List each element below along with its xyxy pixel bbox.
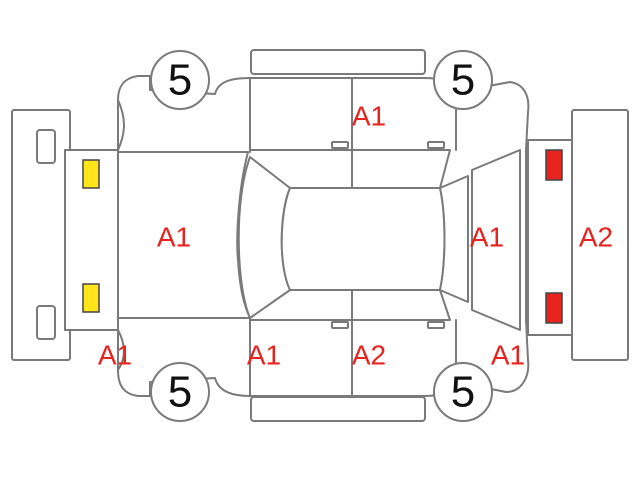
lower-rear-door-edge: [351, 289, 451, 321]
front-lamp-top: [82, 159, 100, 189]
code-lower-rear-door: A2: [352, 340, 386, 371]
upper-front-door-handle: [331, 141, 349, 149]
code-front-left-corner: A1: [98, 340, 132, 371]
side-skirt-bottom: [250, 396, 426, 422]
front-left-fender-line: [117, 99, 125, 151]
code-rear-bumper: A2: [579, 222, 613, 253]
front-lamp-bottom: [82, 283, 100, 313]
upper-rear-door-handle: [427, 141, 445, 149]
rear-pillar: [439, 175, 469, 303]
front-bumper: [11, 109, 71, 361]
tyre-front-left: 5: [150, 50, 210, 110]
front-bumper-slot-top: [36, 129, 56, 164]
tyre-front-right-value: 5: [168, 368, 192, 417]
code-hood: A1: [157, 222, 191, 253]
code-rear-left-corner: A1: [491, 340, 525, 371]
lower-rear-door-handle: [427, 321, 445, 329]
code-upper-front-door: A1: [352, 101, 386, 132]
roof: [280, 187, 446, 291]
rear-glass: [471, 149, 521, 331]
code-rear-glass: A1: [470, 222, 504, 253]
tyre-rear-right: 5: [433, 362, 493, 422]
tyre-rear-right-value: 5: [451, 368, 475, 417]
tyre-rear-left: 5: [433, 50, 493, 110]
upper-rear-door-edge: [351, 149, 451, 189]
tyre-front-left-value: 5: [168, 56, 192, 105]
tyre-rear-left-value: 5: [451, 56, 475, 105]
tyre-front-right: 5: [150, 362, 210, 422]
lower-front-door-handle: [331, 321, 349, 329]
front-right-fender-line: [117, 329, 125, 371]
rear-lamp-bottom: [545, 292, 563, 324]
code-lower-front-door: A1: [247, 340, 281, 371]
side-skirt-top: [250, 49, 426, 75]
rear-lamp-top: [545, 149, 563, 181]
front-bumper-slot-bottom: [36, 305, 56, 340]
